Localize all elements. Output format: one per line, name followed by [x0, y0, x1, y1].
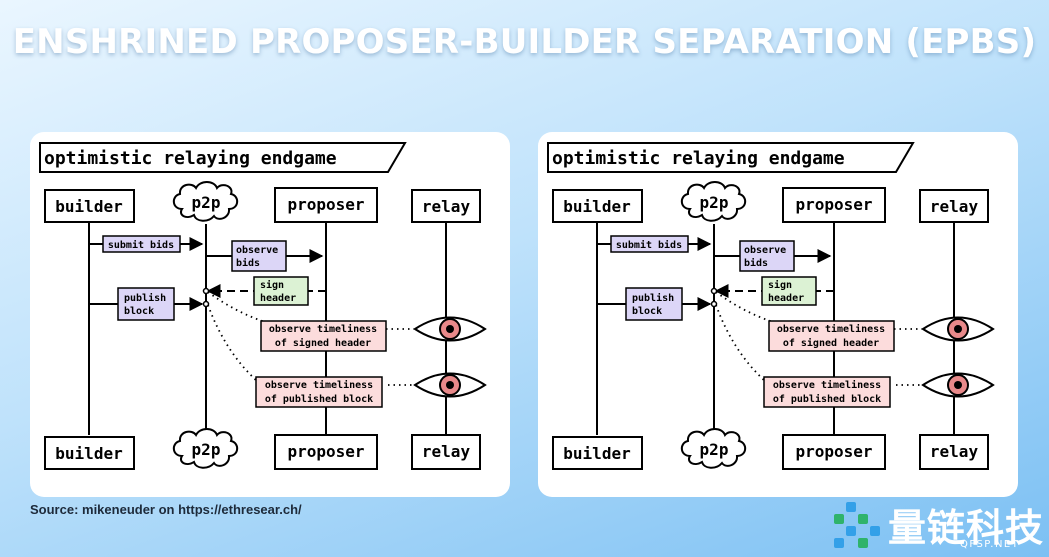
publish-block-anchor-dot [202, 300, 210, 308]
step-timeliness-block-line1: observe timeliness [265, 379, 373, 391]
actor-proposer-top [782, 187, 886, 223]
actor-proposer-bottom-label: proposer [287, 442, 364, 461]
actor-proposer-top [274, 187, 378, 223]
step-timeliness-block-line1: observe timeliness [773, 379, 881, 391]
step-observe-bids [739, 240, 795, 272]
step-timeliness-block [763, 376, 891, 408]
actor-relay-top [919, 189, 989, 223]
step-sign-header-line2: header [260, 293, 296, 304]
eye-icon [413, 372, 487, 398]
sequence-diagram-right: optimistic relaying endgame builder p2p … [547, 142, 995, 470]
step-observe-bids-line2: bids [236, 257, 260, 269]
step-timeliness-header-line1: observe timeliness [269, 323, 377, 335]
step-timeliness-block-line2: of published block [265, 393, 373, 405]
panel-title-banner [547, 142, 915, 173]
step-publish-block-line2: block [124, 306, 154, 317]
sign-header-anchor-dot [710, 287, 718, 295]
actor-proposer-top-label: proposer [795, 195, 872, 214]
cloud-icon [680, 428, 747, 469]
step-publish-block [117, 287, 175, 321]
source-caption: Source: mikeneuder on https://ethresear.… [30, 502, 302, 517]
actor-builder-bottom [552, 436, 643, 470]
actor-builder-top-label: builder [563, 197, 630, 216]
step-observe-bids-line1: observe [744, 245, 786, 256]
cloud-icon [680, 181, 747, 222]
actor-relay-top-label: relay [930, 197, 979, 216]
page-title: ENSHRINED PROPOSER-BUILDER SEPARATION (E… [12, 22, 1037, 62]
eye-icon [921, 316, 995, 342]
eye-icon [413, 316, 487, 342]
actor-builder-bottom-label: builder [55, 444, 122, 463]
step-publish-block-line1: publish [124, 292, 166, 304]
actor-relay-bottom [411, 434, 481, 470]
step-timeliness-header-line2: of signed header [275, 337, 371, 349]
actor-relay-top [411, 189, 481, 223]
sign-header-anchor-dot [202, 287, 210, 295]
step-observe-bids-line1: observe [236, 245, 278, 256]
step-observe-bids-line2: bids [744, 257, 768, 269]
actor-relay-top-label: relay [422, 197, 471, 216]
panel-title: optimistic relaying endgame [552, 148, 845, 169]
publish-block-anchor-dot [710, 300, 718, 308]
watermark-name: 量链科技 [888, 506, 1045, 550]
cloud-icon [172, 428, 239, 469]
actor-builder-top-label: builder [55, 197, 122, 216]
step-timeliness-header-line1: observe timeliness [777, 323, 885, 335]
actor-builder-top [44, 189, 135, 223]
actor-relay-bottom [919, 434, 989, 470]
step-submit-bids-label: submit bids [108, 239, 174, 251]
panel-title-banner [39, 142, 407, 173]
cloud-icon [172, 181, 239, 222]
step-publish-block [625, 287, 683, 321]
step-sign-header-line1: sign [768, 279, 792, 291]
sequence-diagram-left: optimistic relaying endgame builder p2p … [39, 142, 487, 470]
dotted-link-header [207, 291, 266, 323]
step-timeliness-block [255, 376, 383, 408]
actor-p2p-top-label: p2p [700, 193, 729, 212]
step-sign-header-line2: header [768, 293, 804, 304]
step-sign-header [253, 276, 309, 306]
step-publish-block-line2: block [632, 306, 662, 317]
actor-builder-top [552, 189, 643, 223]
step-observe-bids [231, 240, 287, 272]
step-sign-header [761, 276, 817, 306]
step-timeliness-header [260, 320, 387, 352]
step-timeliness-block-line2: of published block [773, 393, 881, 405]
watermark-logo-icon [834, 502, 880, 548]
step-submit-bids [610, 235, 689, 253]
actor-p2p-bottom-label: p2p [700, 440, 729, 459]
dotted-link-block [715, 304, 767, 383]
actor-proposer-top-label: proposer [287, 195, 364, 214]
step-sign-header-line1: sign [260, 279, 284, 291]
step-timeliness-header-line2: of signed header [783, 337, 879, 349]
dotted-link-header [715, 291, 774, 323]
actor-p2p-bottom-label: p2p [192, 440, 221, 459]
actor-relay-bottom-label: relay [930, 442, 979, 461]
dotted-link-block [207, 304, 259, 383]
diagram-panel-left: optimistic relaying endgame builder p2p … [30, 132, 510, 497]
actor-relay-bottom-label: relay [422, 442, 471, 461]
actor-proposer-bottom [782, 434, 886, 470]
step-submit-bids-label: submit bids [616, 239, 682, 251]
step-publish-block-line1: publish [632, 292, 674, 304]
actor-builder-bottom-label: builder [563, 444, 630, 463]
actor-builder-bottom [44, 436, 135, 470]
step-timeliness-header [768, 320, 895, 352]
diagram-panel-right: optimistic relaying endgame builder p2p … [538, 132, 1018, 497]
actor-proposer-bottom-label: proposer [795, 442, 872, 461]
step-submit-bids [102, 235, 181, 253]
eye-icon [921, 372, 995, 398]
actor-proposer-bottom [274, 434, 378, 470]
panel-title: optimistic relaying endgame [44, 148, 337, 169]
watermark-domain: QFSP.NET [960, 539, 1020, 550]
actor-p2p-top-label: p2p [192, 193, 221, 212]
